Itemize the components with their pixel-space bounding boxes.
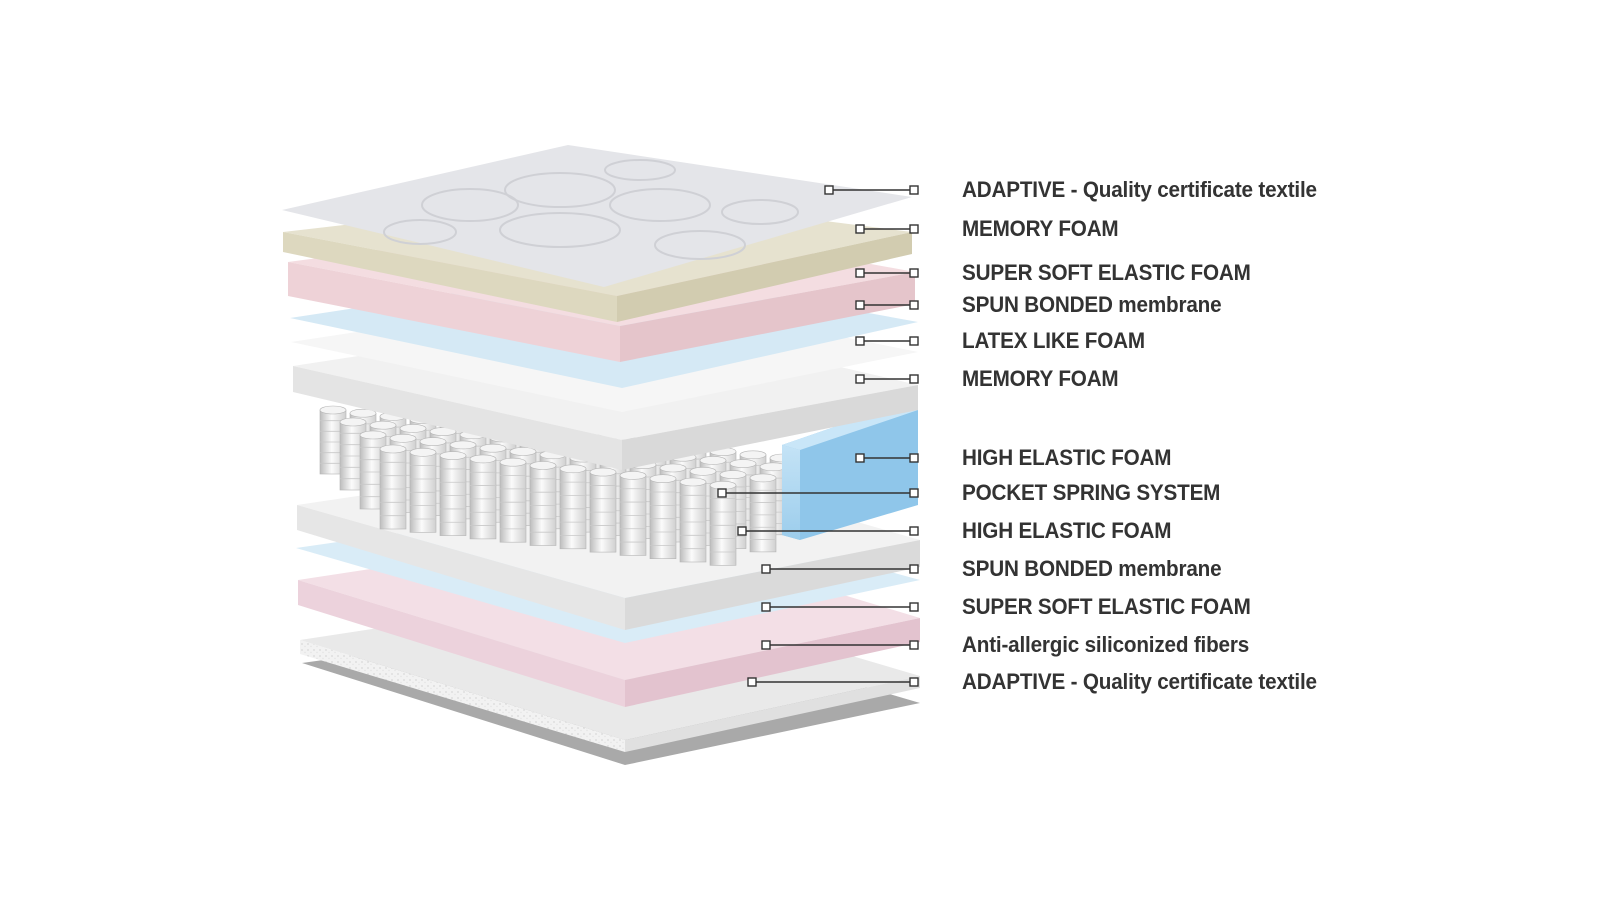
spring-coil-icon bbox=[749, 473, 777, 553]
spring-coil-icon bbox=[379, 444, 407, 530]
leader-line bbox=[855, 300, 919, 310]
top-memory-foam-front-face bbox=[283, 232, 617, 322]
leader-marker-icon bbox=[761, 602, 771, 612]
spring-coil-icon bbox=[359, 430, 387, 510]
leader-marker-icon bbox=[909, 602, 919, 612]
fibers-front-face bbox=[300, 640, 625, 752]
leader-marker-icon bbox=[761, 564, 771, 574]
leader-marker-icon bbox=[761, 640, 771, 650]
leader-line bbox=[761, 640, 919, 650]
leader-marker-icon bbox=[909, 224, 919, 234]
leader-marker-icon bbox=[855, 300, 865, 310]
leader-line bbox=[855, 453, 919, 463]
leader-line bbox=[855, 224, 919, 234]
leader-marker-icon bbox=[909, 300, 919, 310]
leader-line bbox=[737, 526, 919, 536]
leader-lines bbox=[717, 185, 919, 687]
leader-marker-icon bbox=[855, 374, 865, 384]
leader-marker-icon bbox=[909, 268, 919, 278]
top-memory-foam-side-face bbox=[617, 232, 912, 322]
spring-coil-icon bbox=[649, 474, 677, 560]
spring-coil-icon bbox=[409, 447, 437, 533]
leader-marker-icon bbox=[824, 185, 834, 195]
spring-coil-icon bbox=[619, 471, 647, 556]
leader-marker-icon bbox=[909, 453, 919, 463]
leader-marker-icon bbox=[737, 526, 747, 536]
leader-marker-icon bbox=[909, 374, 919, 384]
leader-marker-icon bbox=[909, 640, 919, 650]
leader-line bbox=[717, 488, 919, 498]
upper-soft-foam-side-face bbox=[620, 272, 915, 362]
spring-coil-icon bbox=[679, 477, 707, 563]
leader-line bbox=[855, 374, 919, 384]
leader-marker-icon bbox=[717, 488, 727, 498]
leader-line bbox=[855, 268, 919, 278]
bottom-soft-foam-side-face bbox=[625, 618, 920, 707]
leader-marker-icon bbox=[909, 185, 919, 195]
spring-coil-icon bbox=[589, 467, 617, 553]
leader-marker-icon bbox=[747, 677, 757, 687]
leader-marker-icon bbox=[909, 564, 919, 574]
leader-line bbox=[747, 677, 919, 687]
leader-marker-icon bbox=[855, 453, 865, 463]
leader-marker-icon bbox=[855, 224, 865, 234]
leader-line bbox=[761, 564, 919, 574]
leader-line bbox=[824, 185, 919, 195]
spring-coil-icon bbox=[529, 461, 557, 546]
spring-coil-icon bbox=[709, 480, 737, 566]
layer-top-quilted-textile bbox=[282, 145, 912, 287]
leader-line bbox=[761, 602, 919, 612]
fibers-side-face bbox=[625, 676, 920, 752]
leader-marker-icon bbox=[909, 677, 919, 687]
spring-coil-icon bbox=[499, 457, 527, 543]
leader-marker-icon bbox=[855, 336, 865, 346]
leader-marker-icon bbox=[909, 488, 919, 498]
quilt-pattern-icon bbox=[383, 159, 799, 260]
upper-memory-foam-side-face bbox=[622, 385, 918, 470]
spring-coil-icon bbox=[559, 464, 587, 550]
lower-foam-side-face bbox=[625, 540, 920, 630]
leader-line bbox=[855, 336, 919, 346]
lower-foam-front-face bbox=[297, 505, 625, 630]
spring-coil-icon bbox=[439, 451, 467, 536]
spring-coil-icon bbox=[469, 454, 497, 540]
bottom-soft-foam-front-face bbox=[298, 580, 625, 707]
upper-memory-foam-front-face bbox=[293, 366, 622, 470]
leader-marker-icon bbox=[909, 336, 919, 346]
leader-marker-icon bbox=[855, 268, 865, 278]
leader-marker-icon bbox=[909, 526, 919, 536]
upper-soft-foam-front-face bbox=[288, 262, 620, 362]
